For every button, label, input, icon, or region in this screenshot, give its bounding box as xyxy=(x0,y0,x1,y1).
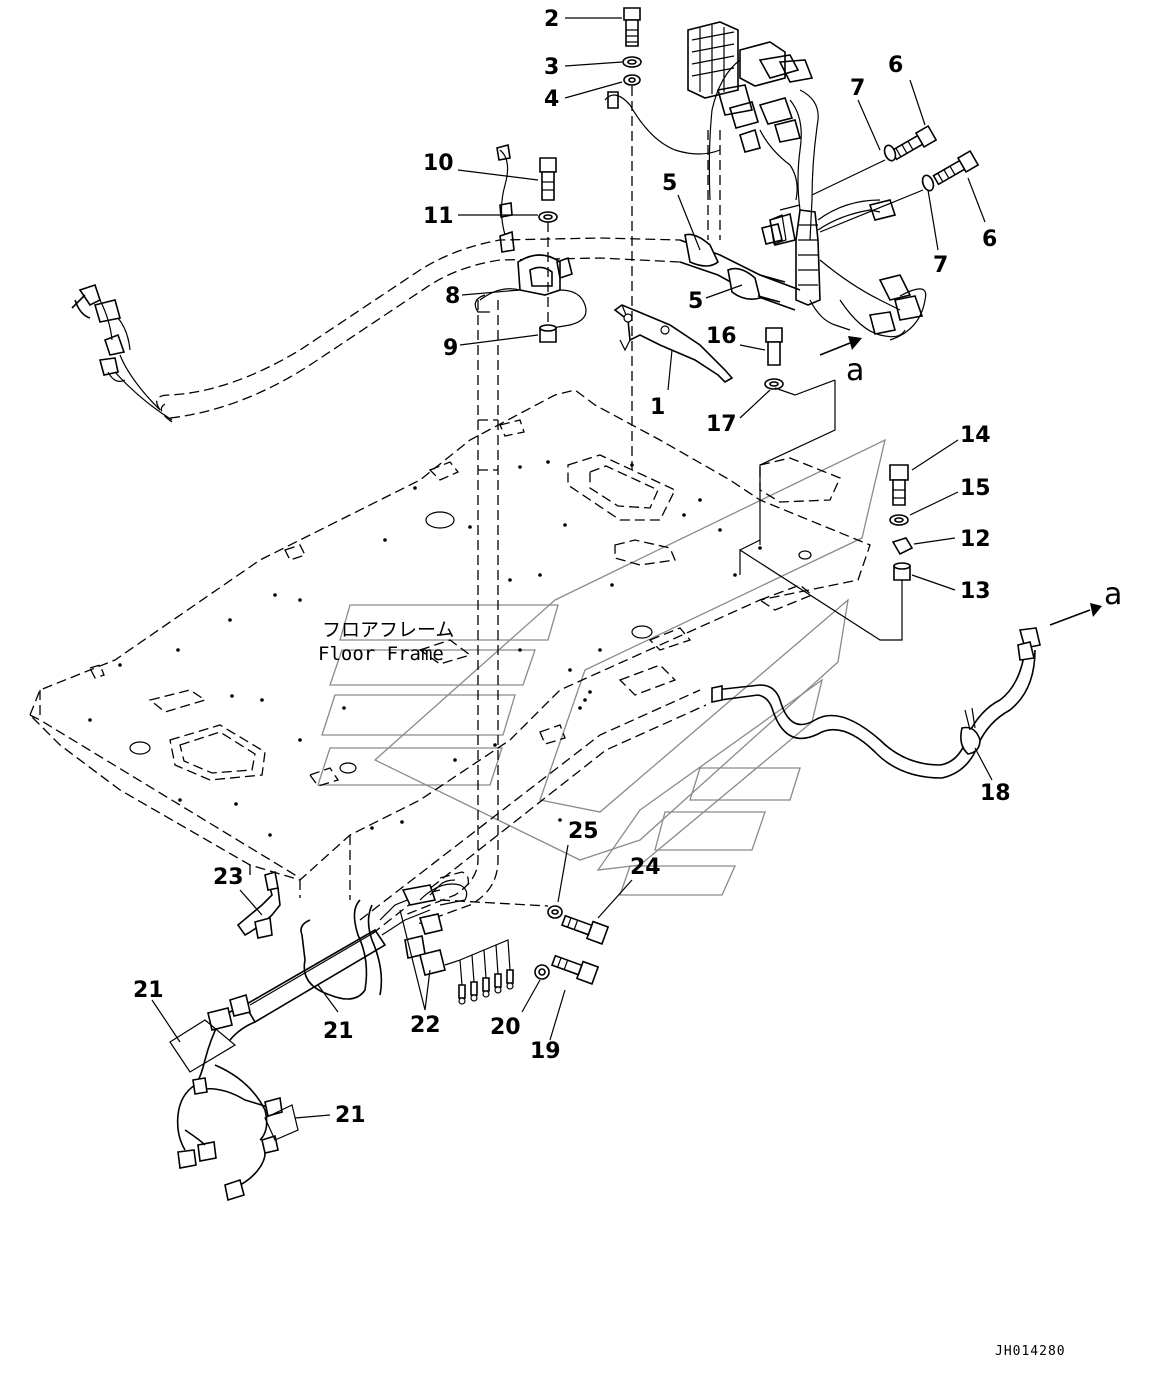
part-number-21-middle: 21 xyxy=(323,1019,354,1044)
part-number-10: 10 xyxy=(423,151,454,176)
part-number-23: 23 xyxy=(213,865,244,890)
clamp-assembly xyxy=(474,143,587,331)
main-harness xyxy=(604,91,927,341)
bracket xyxy=(613,304,734,383)
part-number-21-top: 21 xyxy=(133,978,164,1003)
part-number-1: 1 xyxy=(650,395,665,420)
floor-frame-label-jp: フロアフレーム xyxy=(322,619,454,641)
part-number-7-lower: 7 xyxy=(933,253,948,278)
part-number-17: 17 xyxy=(706,412,737,437)
right-harness xyxy=(711,603,1102,779)
part-number-13: 13 xyxy=(960,579,991,604)
part-numbers: 2 3 4 5 5 6 6 7 7 8 9 10 11 12 13 14 15 … xyxy=(133,7,1011,1128)
part-number-11: 11 xyxy=(423,204,454,229)
part-number-15: 15 xyxy=(960,476,991,501)
floor-frame-label-en: Floor Frame xyxy=(318,643,444,665)
ref-arrow-upper xyxy=(819,336,862,356)
watermark-logo xyxy=(317,438,886,896)
part-number-21-right: 21 xyxy=(335,1103,366,1128)
part-number-9: 9 xyxy=(443,336,458,361)
part-number-2: 2 xyxy=(544,7,559,32)
lower-harness xyxy=(169,689,707,1202)
part-number-4: 4 xyxy=(544,87,559,112)
part-number-22: 22 xyxy=(410,1013,441,1038)
drawing-code: JH014280 xyxy=(995,1344,1066,1359)
part-number-18: 18 xyxy=(980,781,1011,806)
part-number-24: 24 xyxy=(630,855,661,880)
part-number-6-upper: 6 xyxy=(888,53,903,78)
part-number-12: 12 xyxy=(960,527,991,552)
leader-lines xyxy=(151,17,993,1119)
part-number-19: 19 xyxy=(530,1039,561,1064)
floor-frame xyxy=(29,389,871,900)
connector-block xyxy=(687,21,819,241)
ref-label-right: a xyxy=(1104,577,1122,612)
part-number-25: 25 xyxy=(568,819,599,844)
part-number-20: 20 xyxy=(490,1015,521,1040)
part-number-14: 14 xyxy=(960,423,991,448)
part-number-16: 16 xyxy=(706,324,737,349)
part-number-8: 8 xyxy=(445,284,460,309)
hidden-harness-run xyxy=(404,130,721,926)
part-number-5-upper: 5 xyxy=(662,171,677,196)
ref-label-upper: a xyxy=(846,353,864,388)
part-number-5-lower: 5 xyxy=(688,289,703,314)
part-number-7-upper: 7 xyxy=(850,76,865,101)
fasteners xyxy=(534,7,980,985)
left-harness xyxy=(71,237,681,423)
part-number-3: 3 xyxy=(544,55,559,80)
part-number-6-lower: 6 xyxy=(982,227,997,252)
